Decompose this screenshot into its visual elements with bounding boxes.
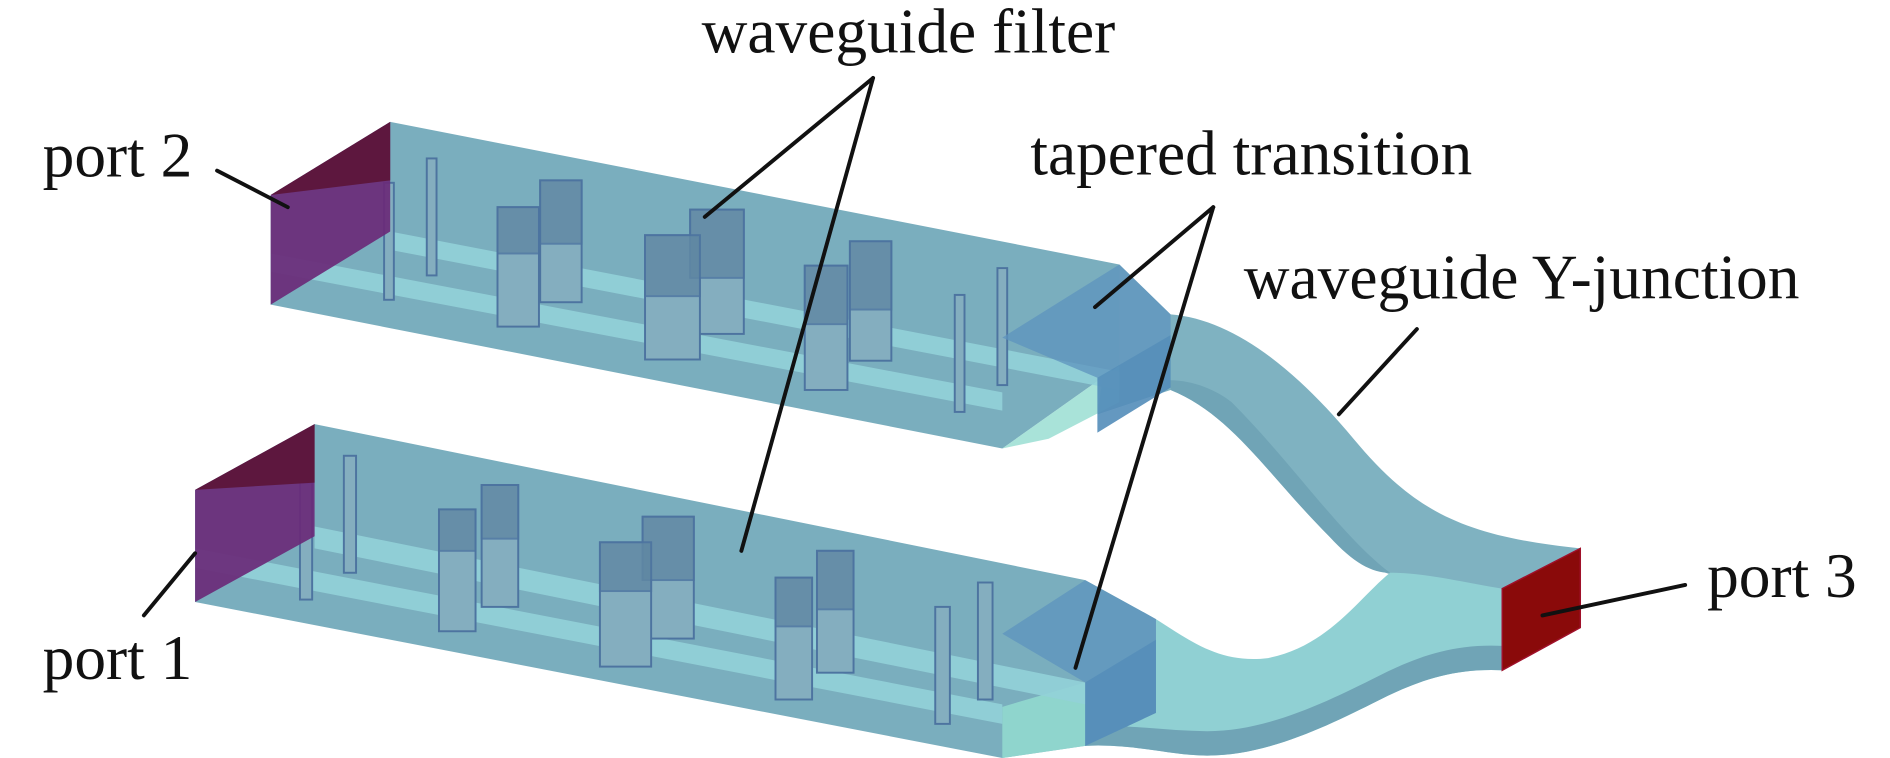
label-port-1: port 1	[43, 623, 193, 693]
port-3-face	[1501, 547, 1582, 672]
upper-waveguide-bottom-face	[1002, 365, 1120, 449]
port-3-leader	[1540, 583, 1688, 618]
filter-post	[934, 605, 951, 725]
port-1-face-top	[195, 424, 315, 490]
filter-post-upper	[644, 234, 701, 298]
filter-post-upper	[480, 484, 520, 540]
filter-post-upper	[815, 549, 855, 611]
filter-post	[342, 454, 358, 574]
upper-waveguide-filter	[270, 121, 1171, 449]
label-waveguide-filter: waveguide filter	[702, 0, 1116, 66]
waveguide-filter-leader-upper	[702, 76, 876, 219]
filter-post-upper	[496, 206, 540, 255]
port-1-leader	[141, 551, 198, 618]
lower-filter-posts	[298, 454, 994, 725]
tapered-transition-leader-lower	[1073, 205, 1216, 670]
waveguide-filter-leader-lower	[739, 76, 876, 553]
label-waveguide-y-junction: waveguide Y-junction	[1244, 243, 1800, 313]
filter-post	[996, 267, 1009, 387]
leader-lines	[141, 76, 1688, 670]
filter-post-upper	[539, 179, 583, 245]
filter-post	[425, 157, 438, 277]
tapered-transition-leader-upper	[1093, 205, 1216, 310]
label-tapered-transition: tapered transition	[1030, 118, 1472, 188]
y-junction-upper-branch-wall	[1170, 380, 1391, 573]
label-port-3: port 3	[1707, 541, 1857, 611]
label-port-2: port 2	[43, 121, 193, 191]
waveguide-y-junction	[1085, 264, 1582, 756]
lower-waveguide-bottom-face	[1002, 682, 1086, 758]
y-junction-lower-branch	[1085, 572, 1503, 756]
filter-post	[976, 581, 994, 701]
y-junction-upper-branch	[1097, 264, 1581, 589]
y-junction-lower-wall	[1085, 645, 1503, 756]
port-2-leader	[215, 168, 290, 210]
lower-waveguide-filter	[195, 424, 1156, 758]
upper-filter-posts	[383, 157, 1009, 413]
filter-post	[953, 293, 966, 413]
y-junction-leader	[1336, 327, 1419, 417]
filter-post-upper	[437, 508, 477, 552]
filter-post-upper	[598, 541, 653, 593]
lower-tapered-transition-side	[1085, 639, 1156, 746]
filter-post-upper	[848, 240, 893, 311]
upper-tapered-transition-side	[1097, 335, 1171, 433]
filter-post-upper	[774, 576, 814, 628]
labels: waveguide filter port 2 tapered transiti…	[43, 0, 1857, 693]
